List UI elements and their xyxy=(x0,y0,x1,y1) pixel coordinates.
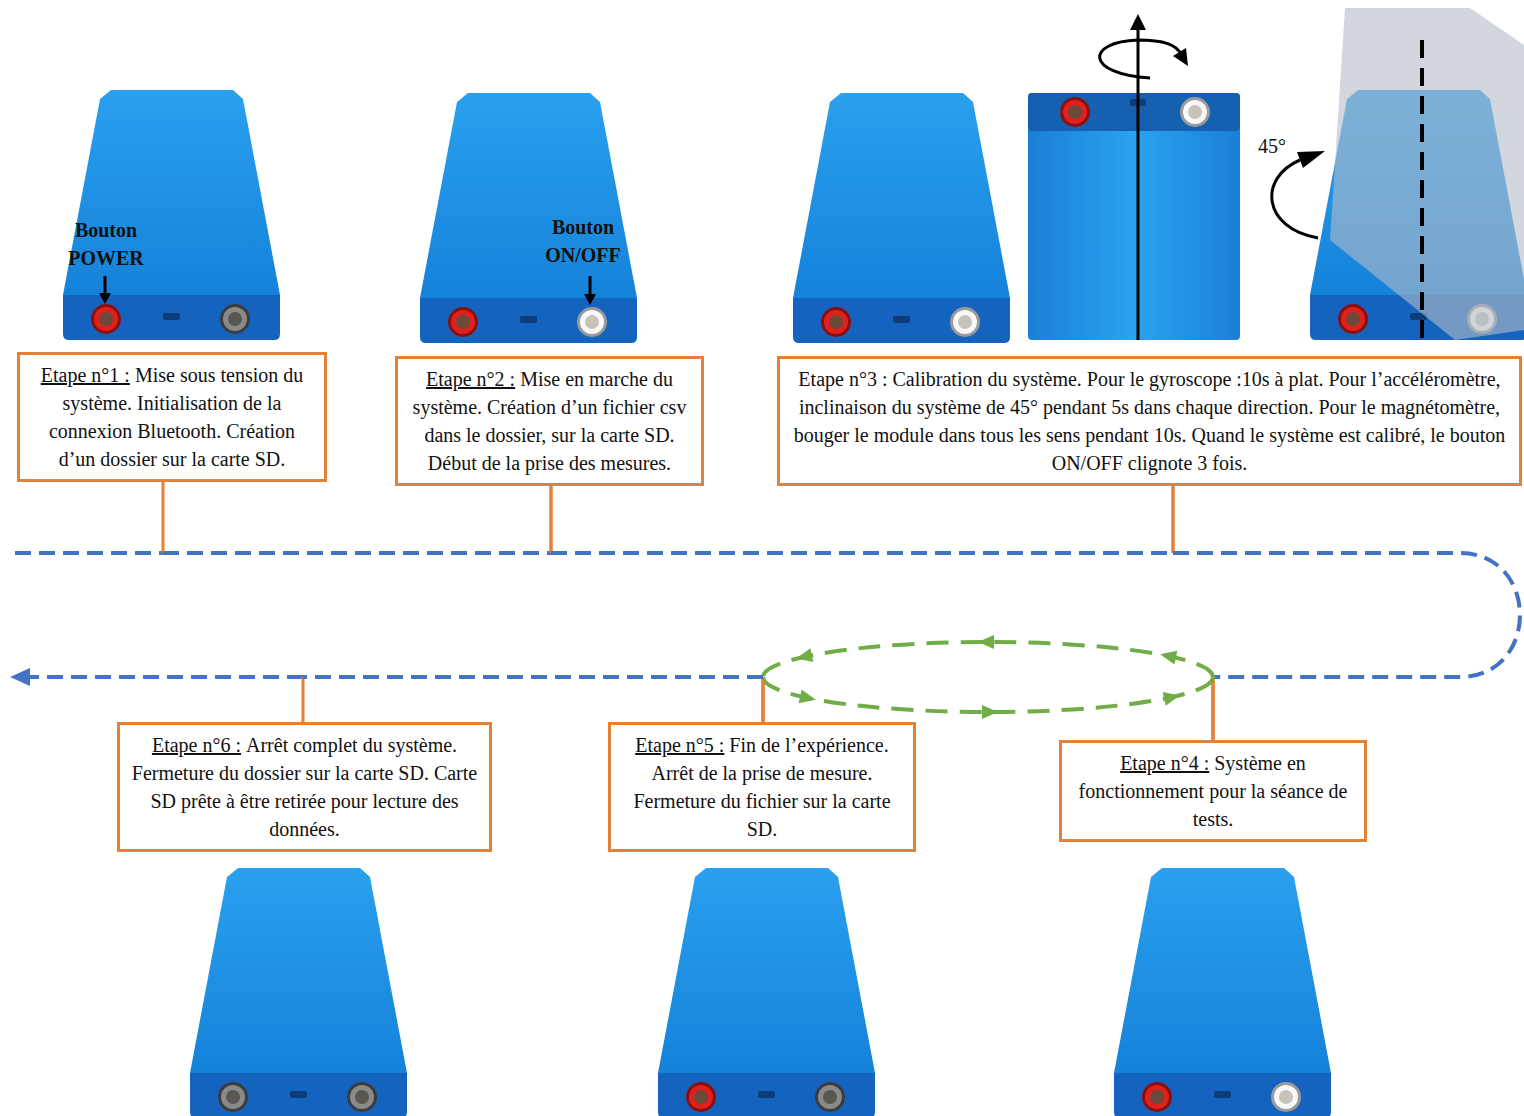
loop-arrowhead xyxy=(1163,692,1180,706)
step-heading: Etape n°5 : xyxy=(635,734,724,756)
step-tick xyxy=(762,677,765,722)
module-top-view xyxy=(1028,14,1240,340)
timeline-connector xyxy=(303,677,763,722)
module-photo xyxy=(1114,868,1331,1116)
pointer-arrowhead xyxy=(99,293,111,304)
timeline-connector xyxy=(1173,486,1520,740)
button-label: Bouton POWER xyxy=(56,216,156,272)
step-heading: Etape n°3 : xyxy=(798,368,887,390)
timeline-arrowhead xyxy=(10,668,30,686)
step-tick xyxy=(762,677,765,722)
step-tick xyxy=(550,486,553,553)
step-box: Etape n°2 :Mise en marche du système. Cr… xyxy=(395,356,704,486)
module-photo xyxy=(658,868,875,1116)
loop-arrowhead xyxy=(799,689,816,703)
step-box: Etape n°1 :Mise sous tension du système.… xyxy=(17,352,327,482)
tilted-module-ghost xyxy=(1330,8,1524,340)
onoff-button xyxy=(815,1082,845,1112)
power-button xyxy=(1338,304,1368,334)
tilt-arrowhead xyxy=(1297,151,1325,168)
axis-arrowhead xyxy=(1130,14,1146,30)
timeline-end xyxy=(26,675,303,679)
button-label: Bouton ON/OFF xyxy=(533,213,633,269)
timeline-line xyxy=(551,551,1173,555)
onoff-button xyxy=(220,304,250,334)
onoff-button xyxy=(950,307,980,337)
onoff-button xyxy=(1180,97,1210,127)
step-tick xyxy=(162,482,165,553)
loop-arc xyxy=(763,642,1213,677)
rotation-arrow xyxy=(1100,40,1181,78)
step-heading: Etape n°1 : xyxy=(41,364,130,386)
angle-label: 45° xyxy=(1248,132,1296,160)
step-box: Etape n°6 :Arrêt complet du système. Fer… xyxy=(117,722,492,852)
module-photo xyxy=(63,90,280,340)
loop-arrowhead xyxy=(1160,651,1177,665)
loop-arrowhead xyxy=(978,635,994,649)
timeline-start xyxy=(15,551,163,555)
timeline-line xyxy=(163,551,551,555)
pointer-arrowhead xyxy=(584,294,596,305)
loop-arrowhead xyxy=(982,705,998,719)
rotation-axis xyxy=(1137,28,1140,340)
onoff-button xyxy=(1271,1082,1301,1112)
vertical-reference xyxy=(1420,40,1424,340)
step-tick xyxy=(1172,486,1175,553)
module-body xyxy=(1114,868,1331,1116)
step-tick xyxy=(550,486,553,553)
power-button xyxy=(218,1082,248,1112)
module-photo xyxy=(793,93,1010,343)
step-tick xyxy=(1212,677,1215,740)
module-body xyxy=(1028,93,1240,340)
step-tick xyxy=(1212,677,1215,740)
step-box: Etape n°5 :Fin de l’expérience. Arrêt de… xyxy=(608,722,916,852)
step-description: Système en fonctionnement pour la séance… xyxy=(1079,752,1348,830)
tilt-arrow xyxy=(1272,160,1318,238)
step-tick xyxy=(302,677,305,722)
module-body xyxy=(420,93,637,343)
onoff-button xyxy=(577,307,607,337)
power-button xyxy=(1142,1082,1172,1112)
module-tilt xyxy=(1272,8,1524,340)
module-photo xyxy=(190,868,407,1116)
step-description: Calibration du système. Pour le gyroscop… xyxy=(794,368,1506,474)
power-button xyxy=(686,1082,716,1112)
step-heading: Etape n°6 : xyxy=(152,734,241,756)
module-body xyxy=(793,93,1010,343)
rotation-arrowhead xyxy=(1173,48,1188,66)
module-body xyxy=(190,868,407,1116)
module-body xyxy=(63,90,280,340)
power-button xyxy=(821,307,851,337)
timeline-line xyxy=(1173,553,1520,677)
power-button xyxy=(91,304,121,334)
loop-arc xyxy=(763,677,1213,712)
module-body xyxy=(658,868,875,1116)
loop-arrowhead xyxy=(796,648,813,662)
step-box: Etape n°3 :Calibration du système. Pour … xyxy=(777,356,1522,486)
module-face xyxy=(1028,93,1240,131)
step-tick xyxy=(1212,677,1215,740)
power-button xyxy=(1060,97,1090,127)
timeline-line xyxy=(303,675,763,679)
timeline-connector xyxy=(163,482,551,553)
step-heading: Etape n°4 : xyxy=(1120,752,1209,774)
module-photo xyxy=(420,93,637,343)
power-button xyxy=(448,307,478,337)
step-box: Etape n°4 :Système en fonctionnement pou… xyxy=(1059,740,1367,842)
step-tick xyxy=(1172,486,1175,553)
step-heading: Etape n°2 : xyxy=(426,368,515,390)
pointer-arrow xyxy=(589,276,592,296)
step-tick xyxy=(762,677,765,722)
onoff-button xyxy=(347,1082,377,1112)
timeline-connector xyxy=(551,486,1173,553)
